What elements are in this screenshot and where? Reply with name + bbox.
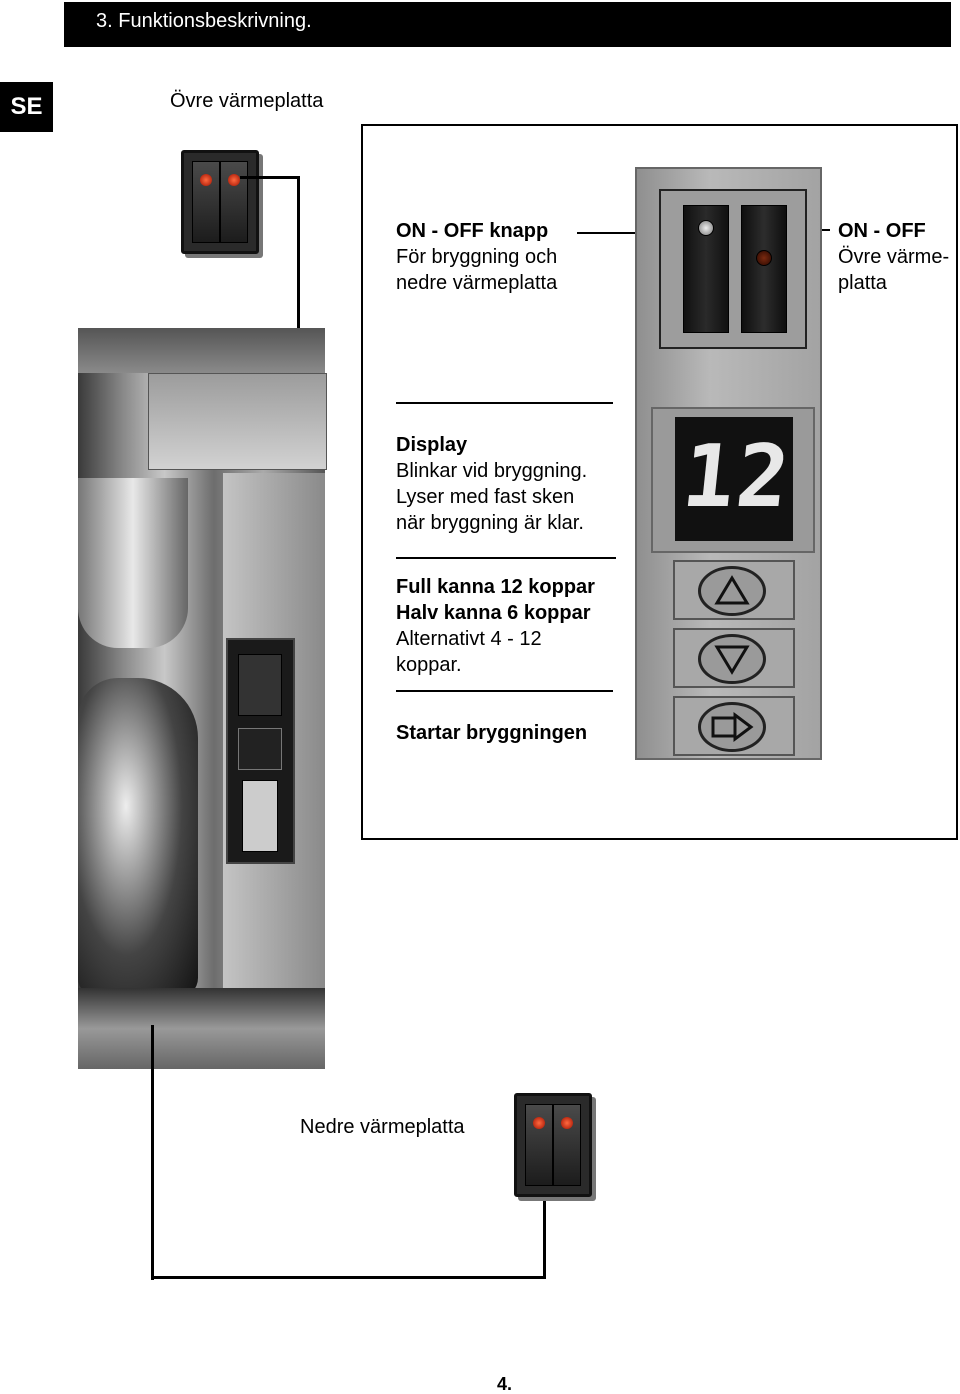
section-header: 3. Funktionsbeskrivning. — [64, 2, 951, 47]
display-title: Display — [396, 434, 468, 456]
onoff-upper-line1: Övre värme- — [838, 246, 950, 268]
lower-switch-image — [514, 1093, 592, 1197]
page-number: 4. — [497, 1374, 513, 1394]
upper-heating-plate-heading: Övre värmeplatta — [170, 90, 324, 112]
control-panel-image: 12 — [635, 167, 822, 760]
display-line3: när bryggning är klar. — [396, 512, 584, 534]
divider-line — [396, 690, 613, 692]
triangle-up-icon — [714, 575, 750, 605]
coffee-machine-image — [78, 328, 327, 1069]
display-line1: Blinkar vid bryggning. — [396, 460, 588, 482]
cups-callout: Full kanna 12 koppar Halv kanna 6 koppar… — [396, 574, 595, 678]
onoff-upper-title: ON - OFF — [838, 220, 926, 242]
onoff-main-callout: ON - OFF knapp För bryggning och nedre v… — [396, 218, 557, 296]
connector-line — [240, 176, 300, 179]
display-line2: Lyser med fast sken — [396, 486, 575, 508]
triangle-down-icon — [714, 645, 750, 675]
upper-switch-image — [181, 150, 259, 254]
onoff-upper-callout: ON - OFF Övre värme- platta — [838, 218, 949, 296]
cups-line4: koppar. — [396, 654, 462, 676]
start-brewing-label: Startar bryggningen — [396, 722, 588, 744]
connector-line — [543, 1165, 546, 1279]
connector-line — [297, 176, 300, 346]
cups-line1: Full kanna 12 koppar — [396, 576, 595, 598]
onoff-main-line2: nedre värmeplatta — [396, 272, 558, 294]
section-title: 3. Funktionsbeskrivning. — [96, 10, 312, 32]
cups-line3: Alternativt 4 - 12 — [396, 628, 542, 650]
onoff-upper-line2: platta — [838, 272, 887, 294]
language-badge: SE — [0, 82, 53, 132]
cups-line2: Halv kanna 6 koppar — [396, 602, 591, 624]
connector-line — [151, 1276, 546, 1279]
onoff-main-title: ON - OFF knapp — [396, 220, 549, 242]
increase-button[interactable] — [673, 560, 795, 620]
lower-heating-plate-heading: Nedre värmeplatta — [300, 1116, 465, 1138]
play-icon — [711, 712, 754, 742]
function-description-box — [361, 124, 958, 840]
start-button[interactable] — [673, 696, 795, 756]
decrease-button[interactable] — [673, 628, 795, 688]
divider-line — [396, 402, 613, 404]
segment-display-value: 12 — [677, 427, 793, 527]
divider-line — [396, 557, 616, 559]
onoff-main-line1: För bryggning och — [396, 246, 558, 268]
display-callout: Display Blinkar vid bryggning. Lyser med… — [396, 432, 587, 536]
connector-line — [151, 1025, 154, 1280]
pointer-line — [577, 232, 667, 234]
